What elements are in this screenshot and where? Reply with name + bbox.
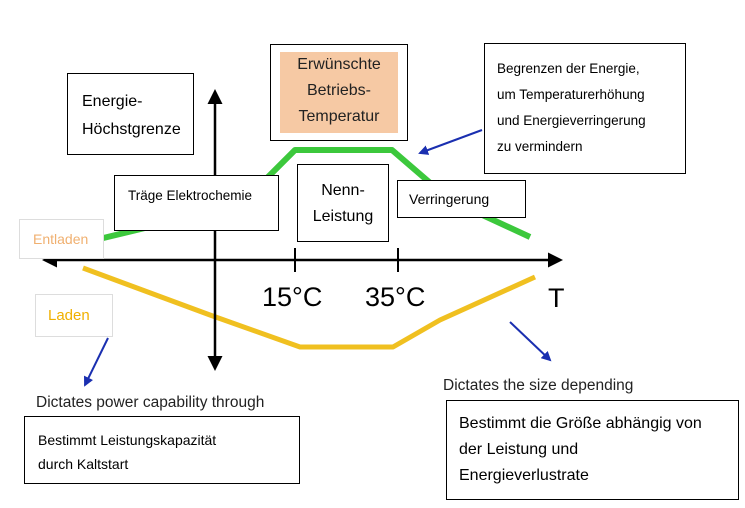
max-energy-text: Energie- Höchstgrenze <box>82 93 181 138</box>
arrow-limit-energy <box>418 129 483 155</box>
dictates-size-text: Dictates the size depending <box>443 377 634 394</box>
slow-chemistry-text: Träge Elektrochemie <box>128 188 253 203</box>
limit-energy-text: Begrenzen der Energie, um Temperaturerhö… <box>497 61 646 154</box>
axis-tick-35-label: 35°C <box>365 282 426 312</box>
dictates-power-text: Dictates power capability through <box>36 394 265 411</box>
rated-power-box: Nenn- Leistung <box>297 164 389 242</box>
reduction-box: Verringerung <box>397 180 526 218</box>
charge-box: Laden <box>35 294 113 337</box>
limit-energy-box: Begrenzen der Energie, um Temperaturerhö… <box>484 43 686 174</box>
arrow-charge <box>84 337 109 387</box>
max-energy-box: Energie- Höchstgrenze <box>67 73 194 155</box>
axis-tick-15-label: 15°C <box>262 282 323 312</box>
charge-curve <box>82 265 537 350</box>
rated-power-text: Nenn- Leistung <box>312 182 374 225</box>
arrow-size <box>509 321 552 362</box>
cold-start-text: Bestimmt Leistungskapazität durch Kaltst… <box>38 432 217 472</box>
size-text: Bestimmt die Größe abhängig von der Leis… <box>459 415 702 484</box>
cold-start-box: Bestimmt Leistungskapazität durch Kaltst… <box>24 416 300 484</box>
discharge-text: Entladen <box>33 231 89 247</box>
desired-temp-box: Erwünschte Betriebs- Temperatur <box>270 44 408 141</box>
slow-chemistry-box: Träge Elektrochemie <box>114 175 279 231</box>
charge-text: Laden <box>48 307 90 324</box>
size-box: Bestimmt die Größe abhängig von der Leis… <box>446 400 739 500</box>
discharge-box: Entladen <box>19 219 104 259</box>
reduction-text: Verringerung <box>409 191 490 207</box>
axis-t-label: T <box>548 283 565 313</box>
desired-temp-text: Erwünschte Betriebs- Temperatur <box>280 52 398 133</box>
